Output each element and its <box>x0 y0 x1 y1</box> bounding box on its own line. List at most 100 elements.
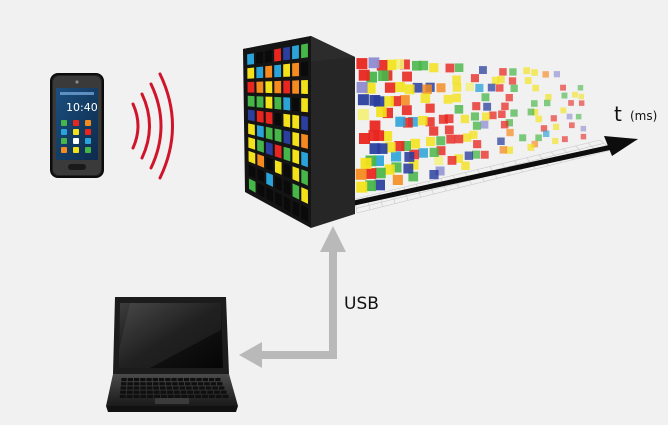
keyboard-key <box>121 378 127 382</box>
time-unit-label: (ms) <box>630 109 657 123</box>
led-history-pixel <box>412 60 422 71</box>
led-pixel <box>274 96 282 110</box>
led-history-pixel <box>356 81 368 93</box>
led-history-pixel <box>356 58 368 70</box>
floor-grid-line <box>356 149 613 214</box>
led-history-pixel <box>505 146 513 154</box>
led-history-pixel <box>425 117 435 127</box>
keyboard-key <box>195 394 202 398</box>
led-pixel <box>265 141 273 156</box>
led-history-pixel <box>385 142 396 153</box>
led-history-pixel <box>509 68 517 76</box>
keyboard-key <box>127 382 133 386</box>
keyboard-key <box>120 390 126 394</box>
keyboard-key <box>121 382 127 386</box>
led-history-pixel <box>434 156 444 165</box>
led-history-pixel <box>480 150 489 159</box>
led-history-pixel <box>543 130 550 137</box>
led-pixel <box>301 151 308 168</box>
led-pixel <box>265 111 273 125</box>
led-pixel <box>266 172 273 187</box>
led-history-pixel <box>481 112 490 121</box>
led-history-pixel <box>360 157 372 169</box>
led-history-pixel <box>403 163 414 174</box>
led-history-pixel <box>418 60 429 71</box>
led-history-pixel <box>550 115 557 122</box>
app-icon <box>85 129 91 135</box>
app-icon <box>61 147 67 153</box>
led-history-pixel <box>444 114 454 124</box>
led-pixel <box>283 80 291 94</box>
keyboard-key <box>193 390 200 394</box>
keyboard-key <box>217 382 223 386</box>
keyboard-key <box>126 390 133 394</box>
led-pixel <box>256 125 264 138</box>
led-pixel <box>248 123 255 136</box>
led-pixel <box>257 154 265 168</box>
keyboard-key <box>173 386 179 390</box>
led-history-pixel <box>391 151 402 162</box>
led-pixel <box>274 128 282 143</box>
app-icon <box>61 138 67 144</box>
keyboard-key <box>127 386 133 390</box>
led-history-pixel <box>580 133 587 140</box>
led-history-pixel <box>575 113 582 120</box>
led-history-pixel <box>410 138 421 149</box>
led-history-pixel <box>429 170 439 180</box>
led-history-pixel <box>375 167 386 179</box>
led-history-pixel <box>461 161 470 170</box>
led-history-pixel <box>445 63 455 73</box>
led-history-pixel <box>483 102 492 111</box>
led-history-pixel <box>540 125 548 132</box>
keyboard-key <box>215 394 222 398</box>
led-pixel <box>265 49 272 63</box>
led-history-pixel <box>420 93 431 103</box>
led-history-pixel <box>524 77 532 84</box>
led-history-pixel <box>464 151 474 160</box>
led-history-pixel <box>408 171 419 182</box>
led-history-pixel <box>475 83 484 92</box>
led-history-pixel <box>394 82 405 93</box>
led-history-pixel <box>535 134 542 142</box>
led-pixel <box>265 81 273 94</box>
keyboard-key <box>167 394 174 398</box>
keyboard-key <box>158 378 165 382</box>
led-pixel <box>265 65 273 78</box>
led-history-pixel <box>369 120 381 132</box>
keyboard-key <box>165 382 172 386</box>
led-history-pixel <box>499 68 507 76</box>
led-history-pixel <box>487 83 496 92</box>
keyboard-key <box>178 382 185 386</box>
led-history-pixel <box>383 96 394 107</box>
led-history-pixel <box>473 140 482 149</box>
led-history-pixel <box>532 84 539 92</box>
app-icon <box>73 138 79 144</box>
led-history-pixel <box>472 150 481 159</box>
led-history-pixel <box>488 111 497 120</box>
keyboard-key <box>166 386 173 390</box>
led-history-pixel <box>535 115 543 123</box>
led-history-pixel <box>470 74 479 83</box>
led-history-pixel <box>505 119 513 127</box>
led-pixel <box>274 48 281 62</box>
keyboard-key <box>160 394 167 398</box>
led-history-pixel <box>394 59 405 70</box>
keyboard-key <box>205 386 212 390</box>
led-history-pixel <box>408 160 419 170</box>
led-history-pixel <box>412 82 423 93</box>
led-pixel <box>283 179 291 196</box>
keyboard-key <box>197 382 204 386</box>
keyboard-key <box>208 394 215 398</box>
keyboard-key <box>218 386 225 390</box>
keyboard-key <box>202 394 208 398</box>
led-history-pixel <box>356 181 368 193</box>
led-history-pixel <box>531 69 538 76</box>
keyboard-key <box>186 386 192 390</box>
keyboard-key <box>160 390 167 394</box>
led-history-pixel <box>358 69 370 81</box>
keyboard-key <box>210 382 217 386</box>
led-history-pixel <box>454 154 463 163</box>
keyboard-key <box>214 390 220 394</box>
led-history-pixel <box>472 121 481 130</box>
app-icon <box>85 138 91 144</box>
